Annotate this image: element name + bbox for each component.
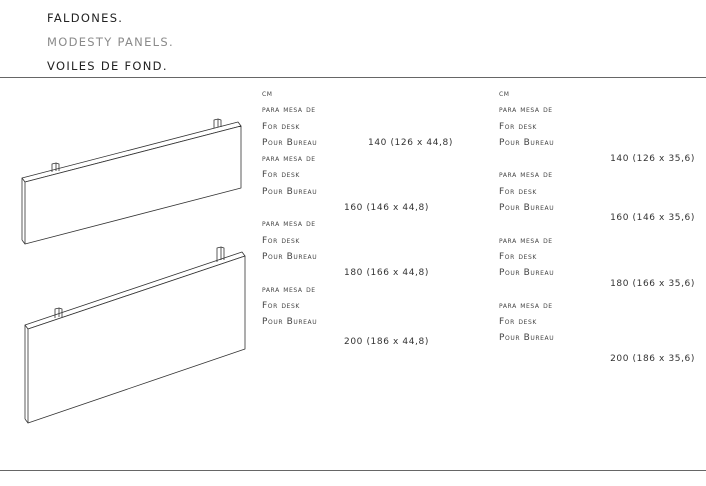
bottom-divider	[0, 470, 706, 471]
label-es: para mesa de	[262, 284, 316, 295]
title-es: FALDONES.	[47, 11, 124, 25]
spec-row: 180 (166 x 44,8)	[262, 265, 482, 281]
title-fr: VOILES DE FOND.	[47, 59, 168, 73]
panel-size: 160 (146 x 35,6)	[610, 213, 695, 224]
spec-row: 160 (146 x 44,8)	[262, 200, 482, 216]
label-fr: Pour Bureau	[262, 137, 318, 148]
panel-size: 140 (126 x 44,8)	[368, 137, 453, 148]
spec-row: 200 (186 x 44,8)	[262, 334, 482, 350]
spec-row: Pour Bureau 140 (126 x 44,8)	[262, 135, 482, 151]
label-es: para mesa de	[499, 170, 553, 181]
label-fr: Pour Bureau	[499, 203, 555, 214]
spec-row: 200 (186 x 35,6)	[499, 351, 695, 367]
modesty-panel-tall-icon	[24, 246, 246, 424]
panel-size: 180 (166 x 44,8)	[344, 268, 429, 279]
panel-size: 200 (186 x 44,8)	[344, 337, 429, 348]
spec-row: 160 (146 x 35,6)	[499, 210, 695, 226]
label-fr: Pour Bureau	[262, 251, 318, 262]
label-en: For desk	[262, 300, 300, 311]
label-fr: Pour Bureau	[499, 268, 555, 279]
label-fr: Pour Bureau	[262, 317, 318, 328]
title-en: MODESTY PANELS.	[47, 35, 174, 49]
label-fr: Pour Bureau	[499, 137, 555, 148]
label-en: For desk	[499, 317, 537, 328]
panel-size: 200 (186 x 35,6)	[610, 353, 695, 364]
panel-size: 160 (146 x 44,8)	[344, 203, 429, 214]
page-header: FALDONES. MODESTY PANELS. VOILES DE FOND…	[47, 6, 174, 78]
label-fr: Pour Bureau	[499, 333, 555, 344]
panel-size: 180 (166 x 35,6)	[610, 278, 695, 289]
label-es: para mesa de	[499, 300, 553, 311]
label-es: para mesa de	[499, 235, 553, 246]
spec-row: 140 (126 x 35,6)	[499, 151, 695, 167]
label-en: For desk	[262, 121, 300, 132]
panel-size: 140 (126 x 35,6)	[610, 154, 695, 165]
label-en: For desk	[499, 186, 537, 197]
label-es: para mesa de	[499, 105, 553, 116]
label-es: para mesa de	[262, 219, 316, 230]
modesty-panel-short-icon	[21, 118, 242, 245]
label-es: para mesa de	[262, 154, 316, 165]
unit-label: cm	[262, 89, 273, 99]
unit-label: cm	[499, 89, 510, 99]
label-en: For desk	[262, 235, 300, 246]
label-fr: Pour Bureau	[262, 186, 318, 197]
label-en: For desk	[499, 121, 537, 132]
top-divider	[0, 77, 706, 78]
spec-row: 180 (166 x 35,6)	[499, 276, 695, 292]
label-es: para mesa de	[262, 105, 316, 116]
label-en: For desk	[499, 251, 537, 262]
label-en: For desk	[262, 170, 300, 181]
spec-column-448: cm para mesa de For desk Pour Bureau 140…	[262, 86, 482, 351]
spec-column-356: cm para mesa de For desk Pour Bureau 140…	[499, 86, 695, 367]
